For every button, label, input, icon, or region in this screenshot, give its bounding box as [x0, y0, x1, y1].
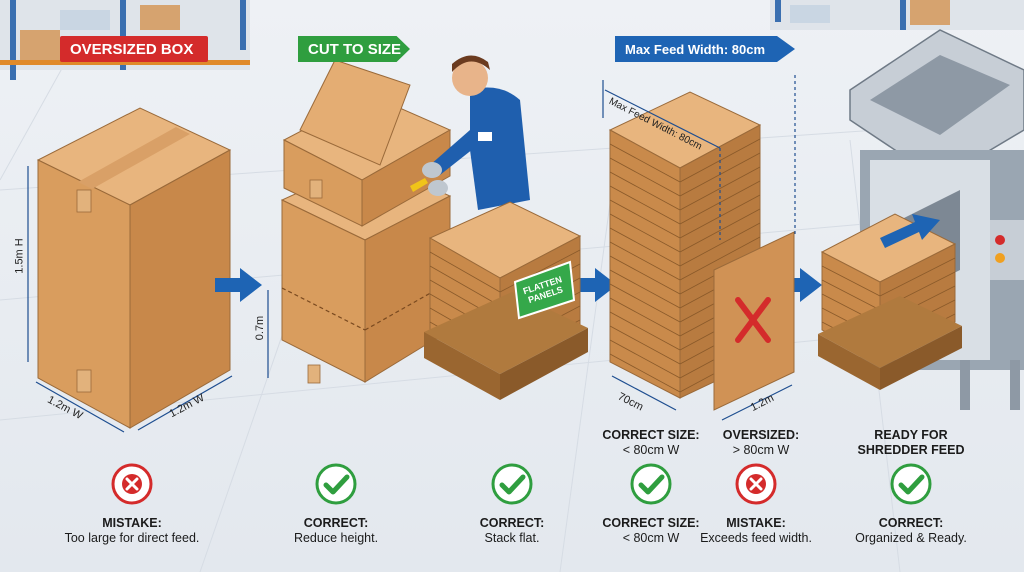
stack-layer-line	[609, 213, 681, 253]
cross-icon	[734, 462, 778, 506]
cut-box	[280, 59, 452, 384]
oversized-box-banner-label: OVERSIZED BOX	[70, 40, 194, 58]
stack-layer-line	[609, 311, 681, 351]
step-description: Stack flat.	[484, 531, 540, 545]
feed-width-lines	[602, 75, 796, 421]
stack-layer-line	[609, 353, 681, 393]
cut-to-size-banner-label: CUT TO SIZE	[308, 40, 402, 58]
correct-size-caption: CORRECT SIZE: < 80cm W	[596, 428, 706, 458]
step-caption: CORRECT:Organized & Ready.	[831, 516, 991, 546]
worker	[410, 55, 530, 210]
box-dimension-lines	[27, 166, 233, 433]
oversized-box-banner: OVERSIZED BOX	[60, 36, 208, 62]
check-icon	[490, 462, 534, 506]
stack-layer-line	[609, 269, 681, 309]
step-description: Reduce height.	[293, 531, 379, 545]
step-description: Exceeds feed width.	[700, 531, 812, 545]
stack-layer-line	[609, 157, 681, 197]
stack-layer-line	[609, 227, 681, 267]
step-title: CORRECT:	[878, 516, 944, 530]
correct-size-caption-desc: < 80cm W	[622, 443, 680, 457]
flatten-panels-sign	[513, 260, 576, 320]
correct-size-caption-title: CORRECT SIZE:	[602, 428, 700, 442]
step-caption: MISTAKE:Exceeds feed width.	[676, 516, 836, 546]
stack-layer-line	[679, 208, 761, 253]
stack-layer-line	[679, 222, 761, 267]
stack-layer-line	[609, 199, 681, 239]
check-icon	[314, 462, 358, 506]
stack-layer-line	[609, 143, 681, 183]
step-title: MISTAKE:	[102, 516, 162, 530]
cross-icon	[110, 462, 154, 506]
ready-caption-title: READY FOR	[874, 428, 948, 442]
stack-layer-line	[609, 241, 681, 281]
oversized-caption-title: OVERSIZED:	[722, 428, 800, 442]
step-caption: CORRECT:Stack flat.	[432, 516, 592, 546]
ready-caption-title-2: SHREDDER FEED	[857, 443, 965, 457]
oversized-caption: OVERSIZED: > 80cm W	[716, 428, 806, 458]
step-caption: CORRECT:Reduce height.	[256, 516, 416, 546]
cut-height-label: 0.7m	[254, 315, 267, 341]
stack-layer-line	[679, 166, 761, 211]
step-caption: MISTAKE:Too large for direct feed.	[52, 516, 212, 546]
step-description: < 80cm W	[622, 531, 680, 545]
ready-stack	[818, 213, 962, 390]
warehouse-shelf-right	[770, 0, 1024, 30]
ready-caption: READY FOR SHREDDER FEED	[846, 428, 976, 458]
max-feed-width-banner: Max Feed Width: 80cm	[615, 36, 795, 62]
stack-layer-line	[679, 236, 761, 281]
step-caption: CORRECT SIZE:< 80cm W	[571, 516, 731, 546]
step-description: Too large for direct feed.	[64, 531, 200, 545]
stack-layer-line	[609, 283, 681, 323]
step-title: CORRECT:	[303, 516, 369, 530]
step-description: Organized & Ready.	[855, 531, 967, 545]
cut-to-size-banner: CUT TO SIZE	[298, 36, 410, 62]
stack-layer-line	[609, 297, 681, 337]
max-feed-width-banner-label: Max Feed Width: 80cm	[625, 41, 766, 57]
tall-stack	[608, 91, 762, 399]
red-x-mark	[735, 297, 771, 343]
check-icon	[889, 462, 933, 506]
stack-layer-line	[609, 185, 681, 225]
stack-layer-line	[609, 325, 681, 365]
step-title: CORRECT:	[479, 516, 545, 530]
check-icon	[629, 462, 673, 506]
step-title: MISTAKE:	[726, 516, 786, 530]
stack-layer-line	[609, 255, 681, 295]
step-title: CORRECT SIZE:	[602, 516, 700, 530]
stack-layer-line	[609, 339, 681, 379]
box-height-label: 1.5m H	[13, 238, 26, 274]
oversized-box	[36, 107, 232, 429]
stack-layer-line	[609, 171, 681, 211]
oversized-caption-desc: > 80cm W	[732, 443, 790, 457]
